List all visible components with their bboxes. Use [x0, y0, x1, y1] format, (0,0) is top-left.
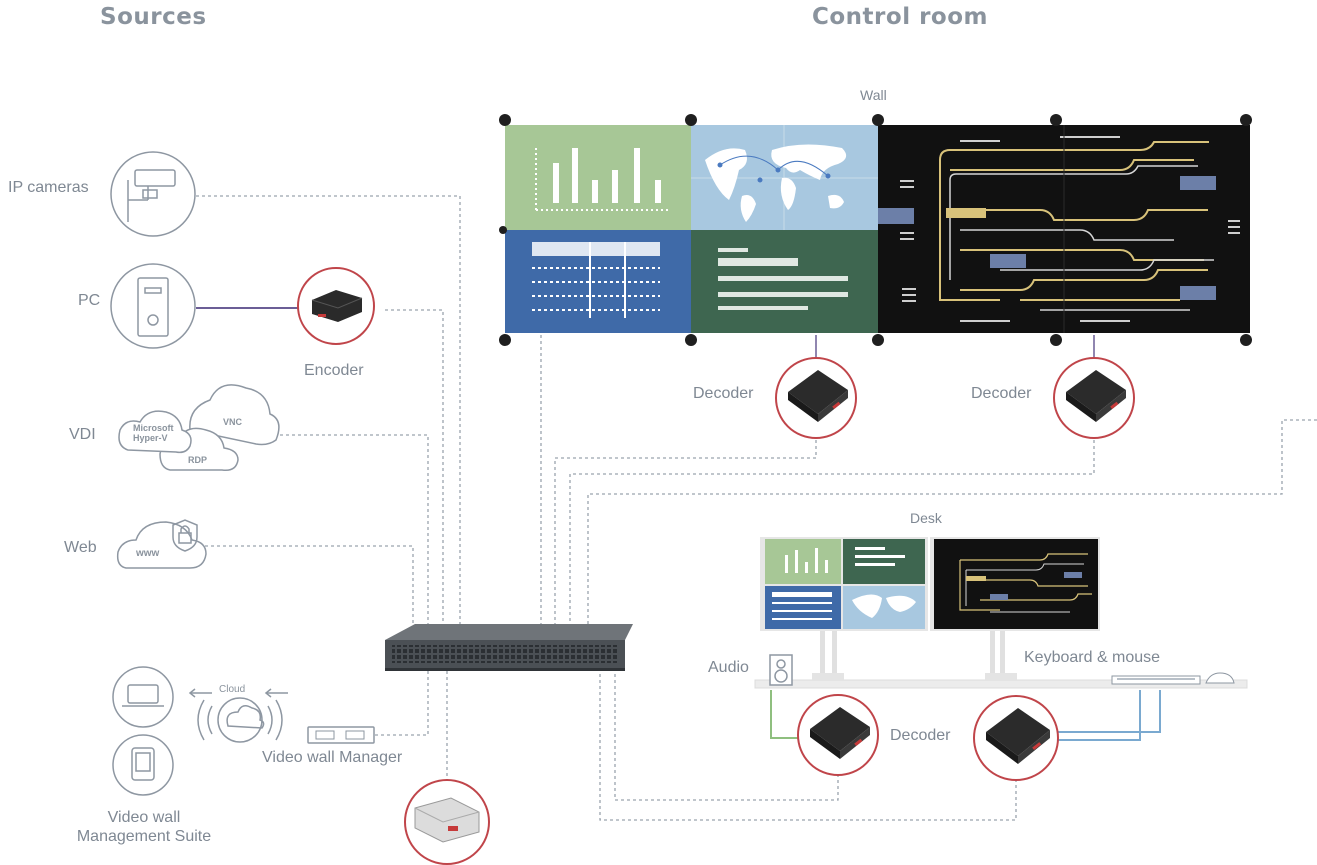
vdi-cloud-vnc: VNC	[223, 417, 243, 427]
wifi-icon	[217, 697, 263, 743]
web-cloud-icon	[116, 521, 207, 569]
laptop-icon	[112, 666, 174, 728]
management-suite-label: Video wall Management Suite	[76, 809, 212, 845]
lock-icon	[172, 519, 198, 552]
desk-workstation	[754, 537, 1248, 689]
decoder-left-label: Decoder	[693, 385, 754, 402]
decoder-device	[1053, 357, 1135, 439]
sources-header: Sources	[100, 4, 207, 30]
web-label: Web	[64, 539, 97, 556]
vdi-cloud-icon	[118, 384, 280, 472]
usb-cable	[1058, 690, 1141, 741]
wall-label: Wall	[860, 87, 887, 103]
audio-label: Audio	[708, 659, 749, 676]
decoder-device	[797, 694, 879, 776]
pc-label: PC	[78, 292, 101, 309]
desk-decoder-label: Decoder	[890, 727, 951, 744]
control-room-header: Control room	[812, 4, 988, 30]
cloud-label: Cloud	[219, 684, 246, 695]
encoder-label: Encoder	[304, 362, 364, 379]
decoder-device	[973, 695, 1059, 781]
speaker-icon	[769, 654, 793, 686]
web-cloud-www: www	[136, 548, 160, 559]
tablet-icon	[112, 734, 174, 796]
ip-cameras-label: IP cameras	[8, 179, 89, 196]
decoder-right-label: Decoder	[971, 385, 1032, 402]
network-switch	[385, 624, 633, 671]
camera-icon	[110, 151, 196, 237]
video-wall	[499, 114, 1252, 346]
desk-label: Desk	[910, 510, 942, 526]
video-wall-server-device	[404, 779, 490, 865]
mouse-icon	[1205, 672, 1235, 684]
video-wall-manager-device	[307, 726, 375, 744]
vdi-label: VDI	[69, 426, 96, 443]
vdi-cloud-rdp: RDP	[188, 455, 208, 465]
keyboard-mouse-label: Keyboard & mouse	[1024, 649, 1161, 666]
video-wall-manager-label: Video wall Manager	[262, 749, 403, 766]
keyboard-icon	[1111, 675, 1201, 685]
pc-icon	[110, 263, 196, 349]
audio-cable	[770, 690, 798, 739]
decoder-device	[775, 357, 857, 439]
encoder-device	[297, 267, 375, 345]
network-cables	[196, 195, 1317, 821]
